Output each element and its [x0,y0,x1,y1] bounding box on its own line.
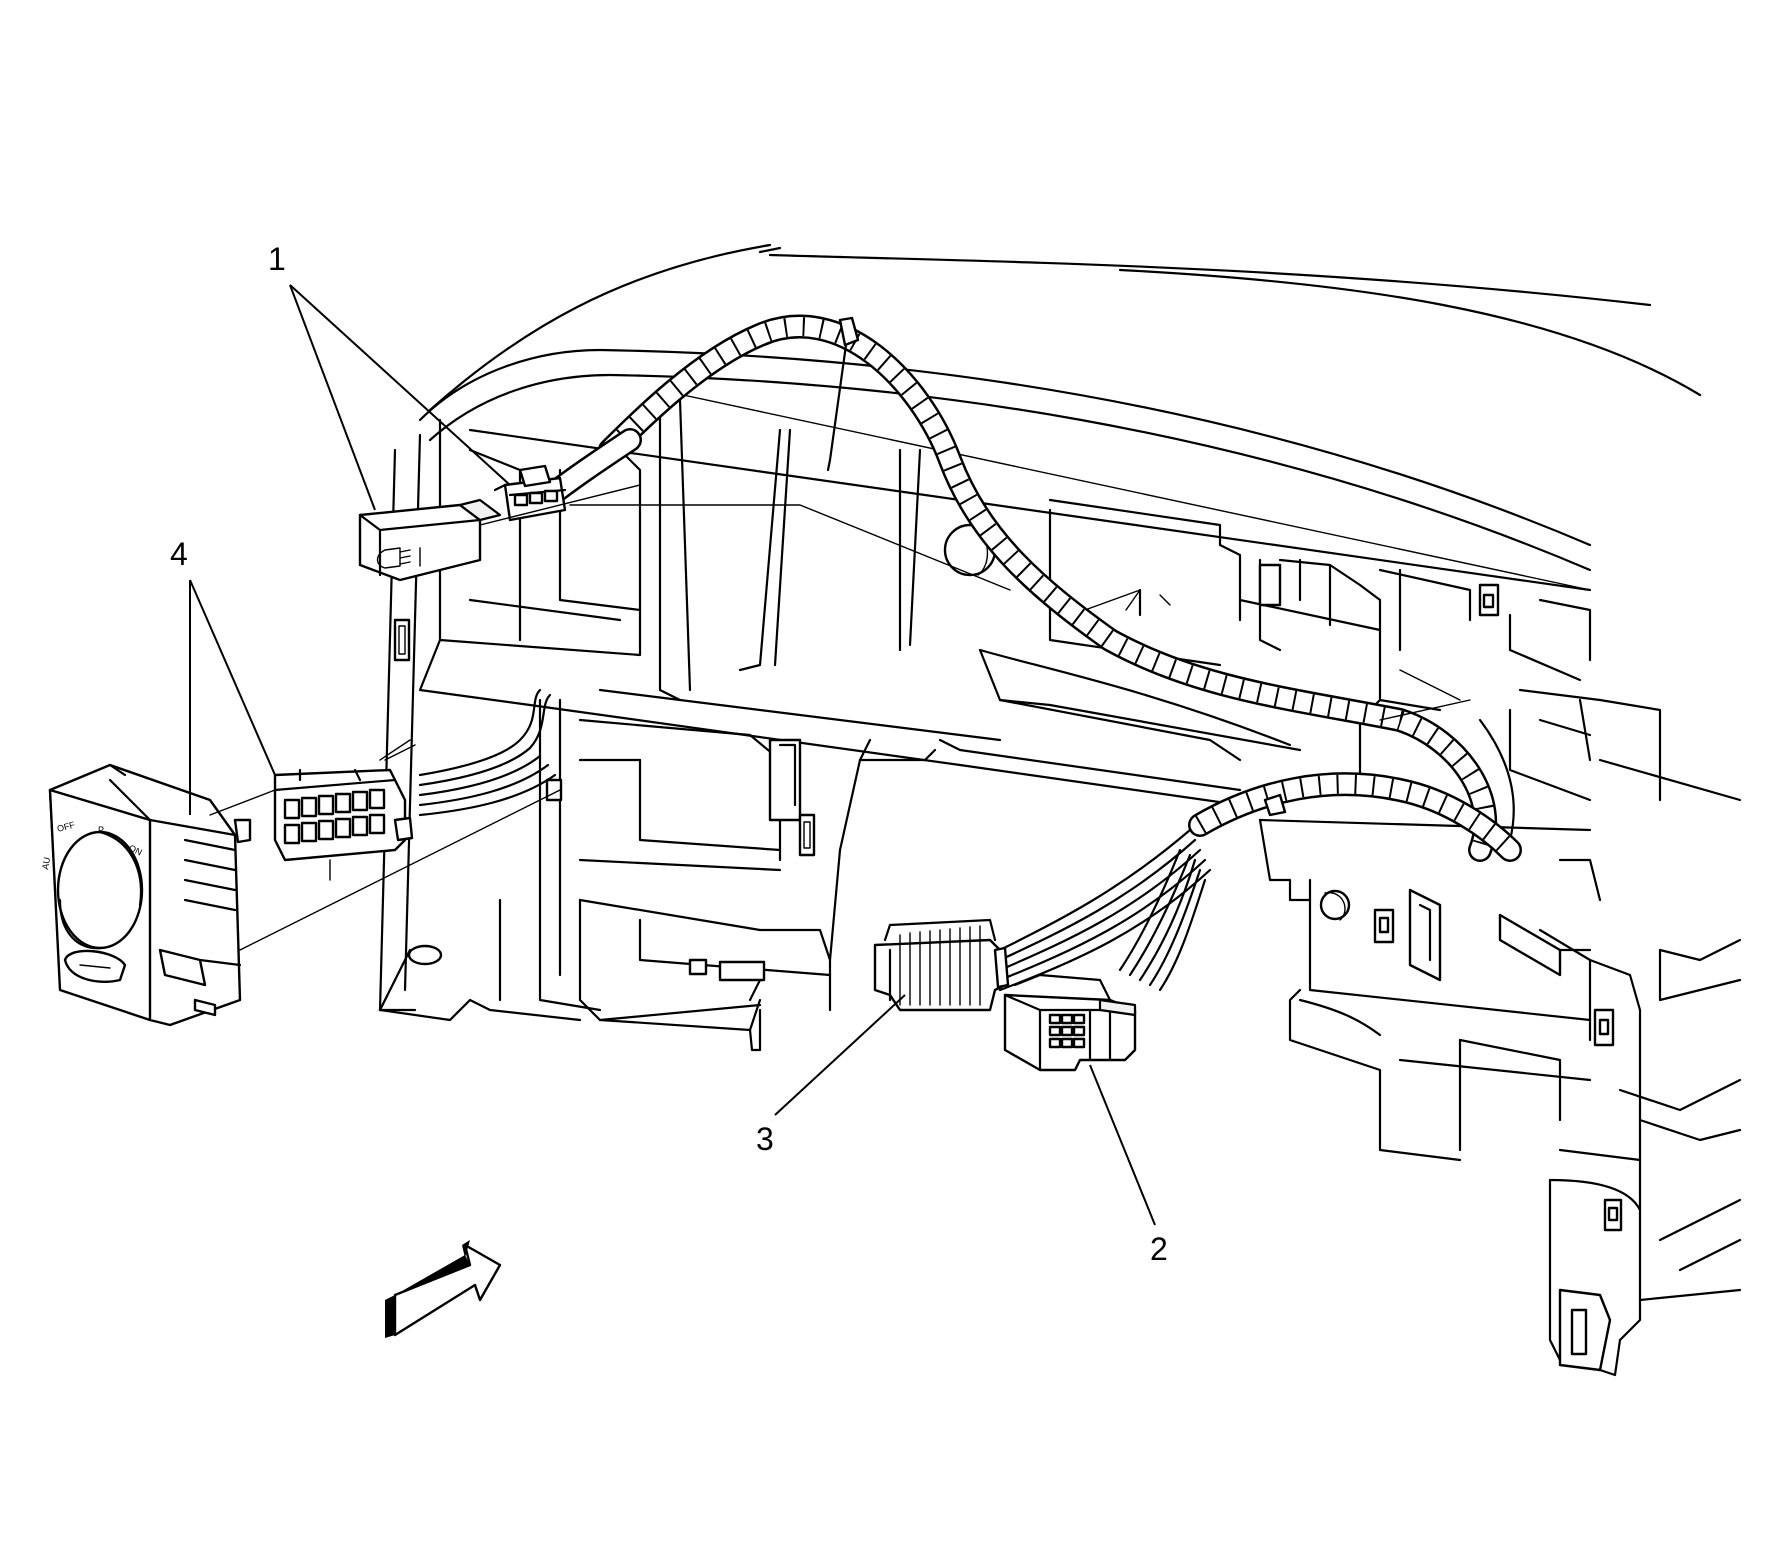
arrow-icon [385,1240,502,1338]
switch-mark-auto: AU [40,856,52,870]
switch-mark-park: P [98,825,104,835]
instrument-panel-connector-2 [1003,973,1137,1072]
callout-4: 4 [170,536,188,572]
installation-guide-lines [209,484,1471,951]
fog-lamp-switch [358,498,502,582]
fog-lamp-switch-connector [493,464,567,522]
callout-3: 3 [756,1121,774,1157]
dash-pad-outline [418,243,1702,592]
callout-labels: 1 4 3 2 [170,241,1168,1267]
instrument-panel-carrier [378,398,1742,1377]
leader-lines [189,284,1156,1226]
wiring-harness [418,314,1522,992]
instrument-panel-connector-3 [873,918,1010,1012]
fog-lamp-icon [376,547,421,569]
headlamp-switch-connector [273,768,414,862]
callout-1: 1 [268,241,286,277]
switch-mark-off: OFF [56,819,76,833]
headlamp-switch: OFF P AU ON [40,763,252,1027]
callout-2: 2 [1150,1231,1168,1267]
